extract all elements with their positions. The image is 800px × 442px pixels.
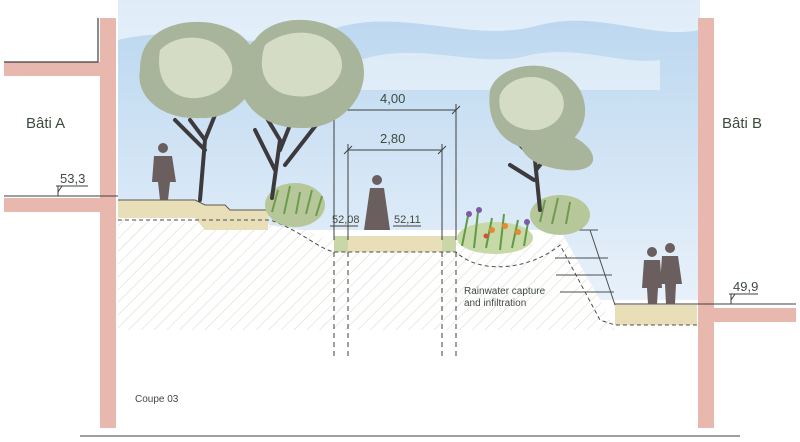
building-a-label: Bâti A (26, 115, 65, 132)
level-left-label: 53,3 (60, 171, 85, 186)
right-path (615, 305, 697, 325)
person-center (364, 175, 390, 230)
annotation-line-2: and infiltration (464, 298, 526, 309)
tree-left (139, 21, 257, 202)
tree-right (489, 65, 594, 212)
left-terrace (118, 199, 268, 230)
ground-hatch (118, 215, 615, 330)
level-right-label: 49,9 (733, 279, 758, 294)
level-path-left-label: 52,08 (332, 214, 360, 226)
dimension-inner-label: 2,80 (380, 131, 405, 146)
section-label: Coupe 03 (135, 394, 179, 405)
level-marker-left (4, 185, 118, 197)
dimension-outer-label: 4,00 (380, 91, 405, 106)
subgrade-line (118, 219, 697, 326)
people-right (642, 243, 682, 304)
tree-middle (239, 19, 364, 200)
level-marker-right (615, 293, 796, 305)
annotation-line-1: Rainwater capture (464, 286, 546, 297)
central-path (334, 236, 456, 252)
retaining-wall (555, 229, 616, 306)
building-b-label: Bâti B (722, 115, 762, 132)
building-b (698, 18, 796, 428)
dimension-lines (329, 104, 461, 358)
shrubs (265, 183, 590, 254)
level-path-right-label: 52,11 (394, 214, 421, 226)
person-left (152, 143, 176, 200)
building-a (4, 18, 116, 428)
flower-bed (457, 207, 533, 254)
